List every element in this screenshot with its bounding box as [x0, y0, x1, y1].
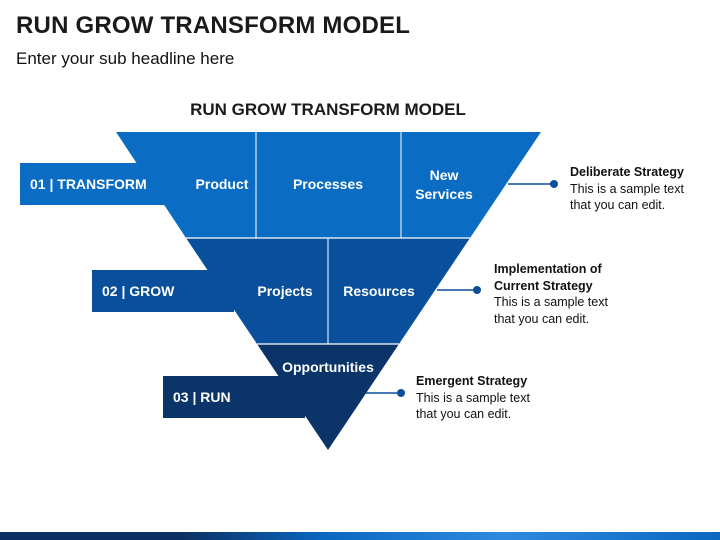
connector-dot [397, 389, 405, 397]
tier-run [257, 344, 399, 450]
note-title: Deliberate Strategy [570, 165, 684, 179]
page-subtitle: Enter your sub headline here [16, 49, 235, 68]
segment-processes: Processes [293, 176, 363, 192]
tab-transform [20, 163, 164, 205]
note-emergent-strategy: Emergent Strategy This is a sample text … [416, 373, 530, 423]
note-body: This is a sample text that you can edit. [416, 390, 530, 422]
footer-accent-bar [0, 532, 720, 540]
segment-resources: Resources [343, 283, 415, 299]
note-implementation-strategy: Implementation of Current Strategy This … [494, 261, 608, 327]
diagram-title: RUN GROW TRANSFORM MODEL [190, 100, 466, 119]
tab-run-label: 03 | RUN [173, 389, 231, 405]
note-title: Emergent Strategy [416, 374, 528, 388]
segment-new-services-line2: Services [415, 186, 473, 202]
note-body: This is a sample text that you can edit. [494, 295, 608, 326]
segment-new-services-line1: New [430, 167, 459, 183]
note-title: Implementation of Current Strategy [494, 262, 602, 293]
segment-product: Product [196, 176, 249, 192]
segment-opportunities: Opportunities [282, 359, 374, 375]
tier-transform [116, 132, 541, 238]
note-deliberate-strategy: Deliberate Strategy This is a sample tex… [570, 164, 684, 214]
tab-grow-label: 02 | GROW [102, 283, 175, 299]
segment-projects: Projects [257, 283, 312, 299]
connector-dot [473, 286, 481, 294]
note-body: This is a sample text that you can edit. [570, 181, 684, 213]
connector-dot [550, 180, 558, 188]
page-title: RUN GROW TRANSFORM MODEL [16, 12, 411, 39]
tab-grow [92, 270, 234, 312]
tab-transform-label: 01 | TRANSFORM [30, 176, 147, 192]
tab-run [163, 376, 305, 418]
